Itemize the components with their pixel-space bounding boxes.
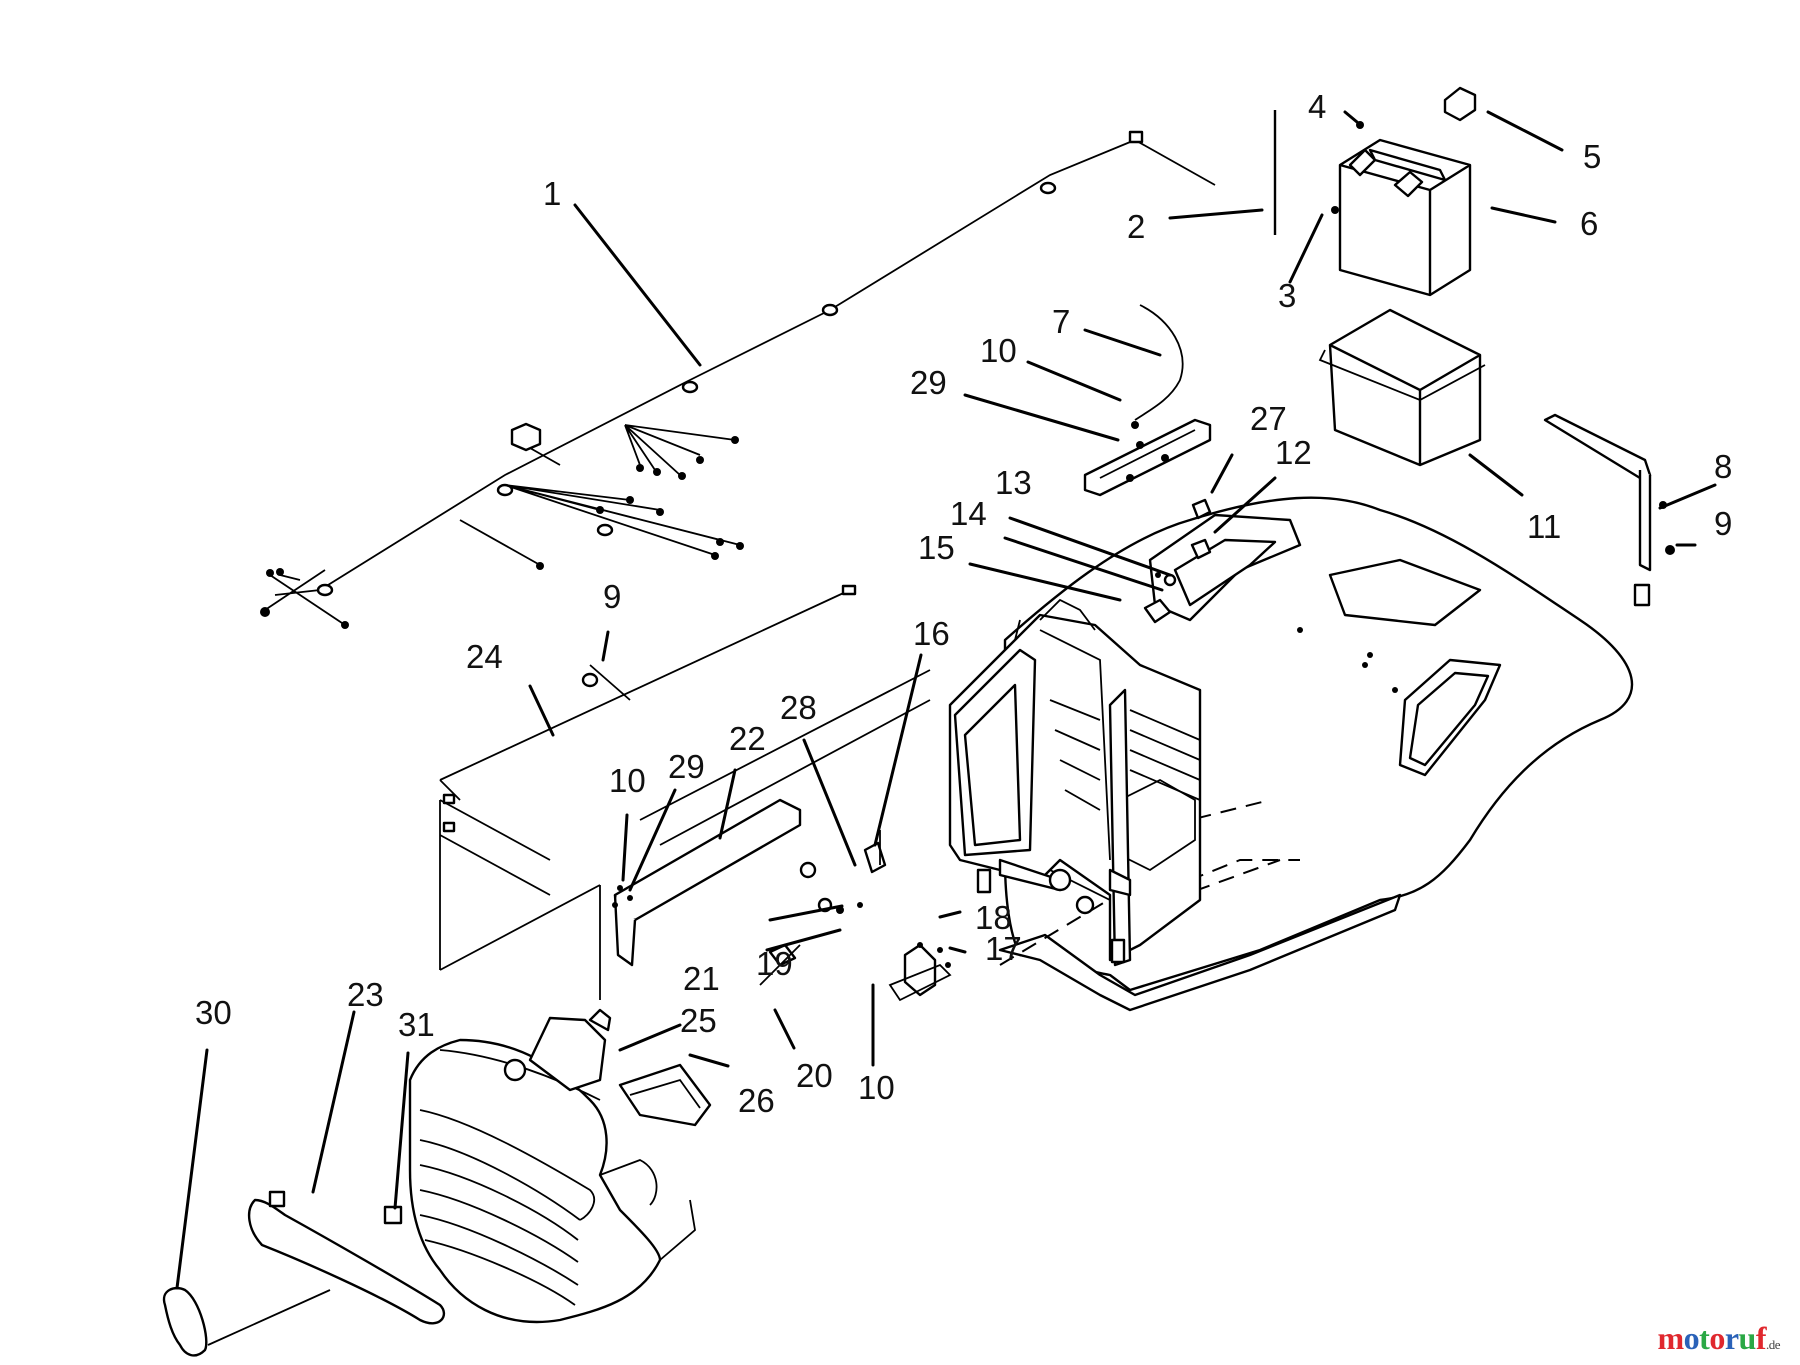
- part-label-10-upper: 10: [980, 332, 1017, 369]
- part-label-1: 1: [543, 175, 561, 212]
- part-label-5: 5: [1583, 138, 1601, 175]
- front-bumper: [162, 1190, 446, 1357]
- watermark-letter: m: [1657, 1320, 1685, 1356]
- dash-housing: [948, 598, 1202, 967]
- part-label-27: 27: [1250, 400, 1287, 437]
- part-label-19: 19: [756, 945, 793, 982]
- battery-cable: [439, 584, 857, 1000]
- part-label-24: 24: [466, 638, 503, 675]
- watermark-letter: t: [1699, 1320, 1710, 1356]
- part-label-2: 2: [1127, 208, 1145, 245]
- part-labels: 1 2 3 4 5 6 7 10 29 8 9 11 27 12 13 14 1…: [195, 88, 1732, 1119]
- dash-components: [612, 304, 1212, 1002]
- headlight-assembly: [503, 1008, 712, 1127]
- part-label-20: 20: [796, 1057, 833, 1094]
- part-label-18: 18: [975, 899, 1012, 936]
- part-label-28: 28: [780, 689, 817, 726]
- watermark-letter: r: [1724, 1320, 1739, 1356]
- watermark-letter: o: [1683, 1320, 1700, 1356]
- part-label-10-left: 10: [609, 762, 646, 799]
- watermark-suffix: .de: [1765, 1337, 1781, 1352]
- part-label-12: 12: [1275, 434, 1312, 471]
- part-label-17: 17: [985, 930, 1022, 967]
- part-label-10-lower: 10: [858, 1069, 895, 1106]
- watermark-letter: u: [1738, 1320, 1757, 1356]
- watermark-letter: o: [1709, 1320, 1725, 1356]
- watermark-letter: f: [1755, 1320, 1767, 1356]
- bracket-strap: [1543, 413, 1675, 607]
- part-label-15: 15: [918, 529, 955, 566]
- part-label-31: 31: [398, 1006, 435, 1043]
- battery: [1273, 86, 1477, 297]
- front-grille: [408, 1038, 696, 1324]
- part-label-8: 8: [1714, 448, 1732, 485]
- part-label-6: 6: [1580, 205, 1598, 242]
- part-label-9-center: 9: [603, 578, 621, 615]
- wiring-harness: [260, 130, 1216, 629]
- part-label-29-lower: 29: [668, 748, 705, 785]
- part-label-16: 16: [913, 615, 950, 652]
- part-label-22: 22: [729, 720, 766, 757]
- part-label-30: 30: [195, 994, 232, 1031]
- leader-lines: [175, 110, 1717, 1290]
- part-label-7: 7: [1052, 303, 1070, 340]
- part-label-21: 21: [683, 960, 720, 997]
- part-label-9-right: 9: [1714, 505, 1732, 542]
- part-label-26: 26: [738, 1082, 775, 1119]
- part-label-14: 14: [950, 495, 987, 532]
- battery-tray: [1318, 308, 1486, 467]
- part-label-13: 13: [995, 464, 1032, 501]
- part-label-11: 11: [1527, 508, 1561, 545]
- part-label-29-upper: 29: [910, 364, 947, 401]
- part-label-4: 4: [1308, 88, 1326, 125]
- watermark-logo: motoruf.de: [1658, 1320, 1781, 1357]
- watermark-brand: motoruf: [1657, 1320, 1767, 1356]
- part-label-23: 23: [347, 976, 384, 1013]
- part-label-3: 3: [1278, 277, 1296, 314]
- part-label-25: 25: [680, 1002, 717, 1039]
